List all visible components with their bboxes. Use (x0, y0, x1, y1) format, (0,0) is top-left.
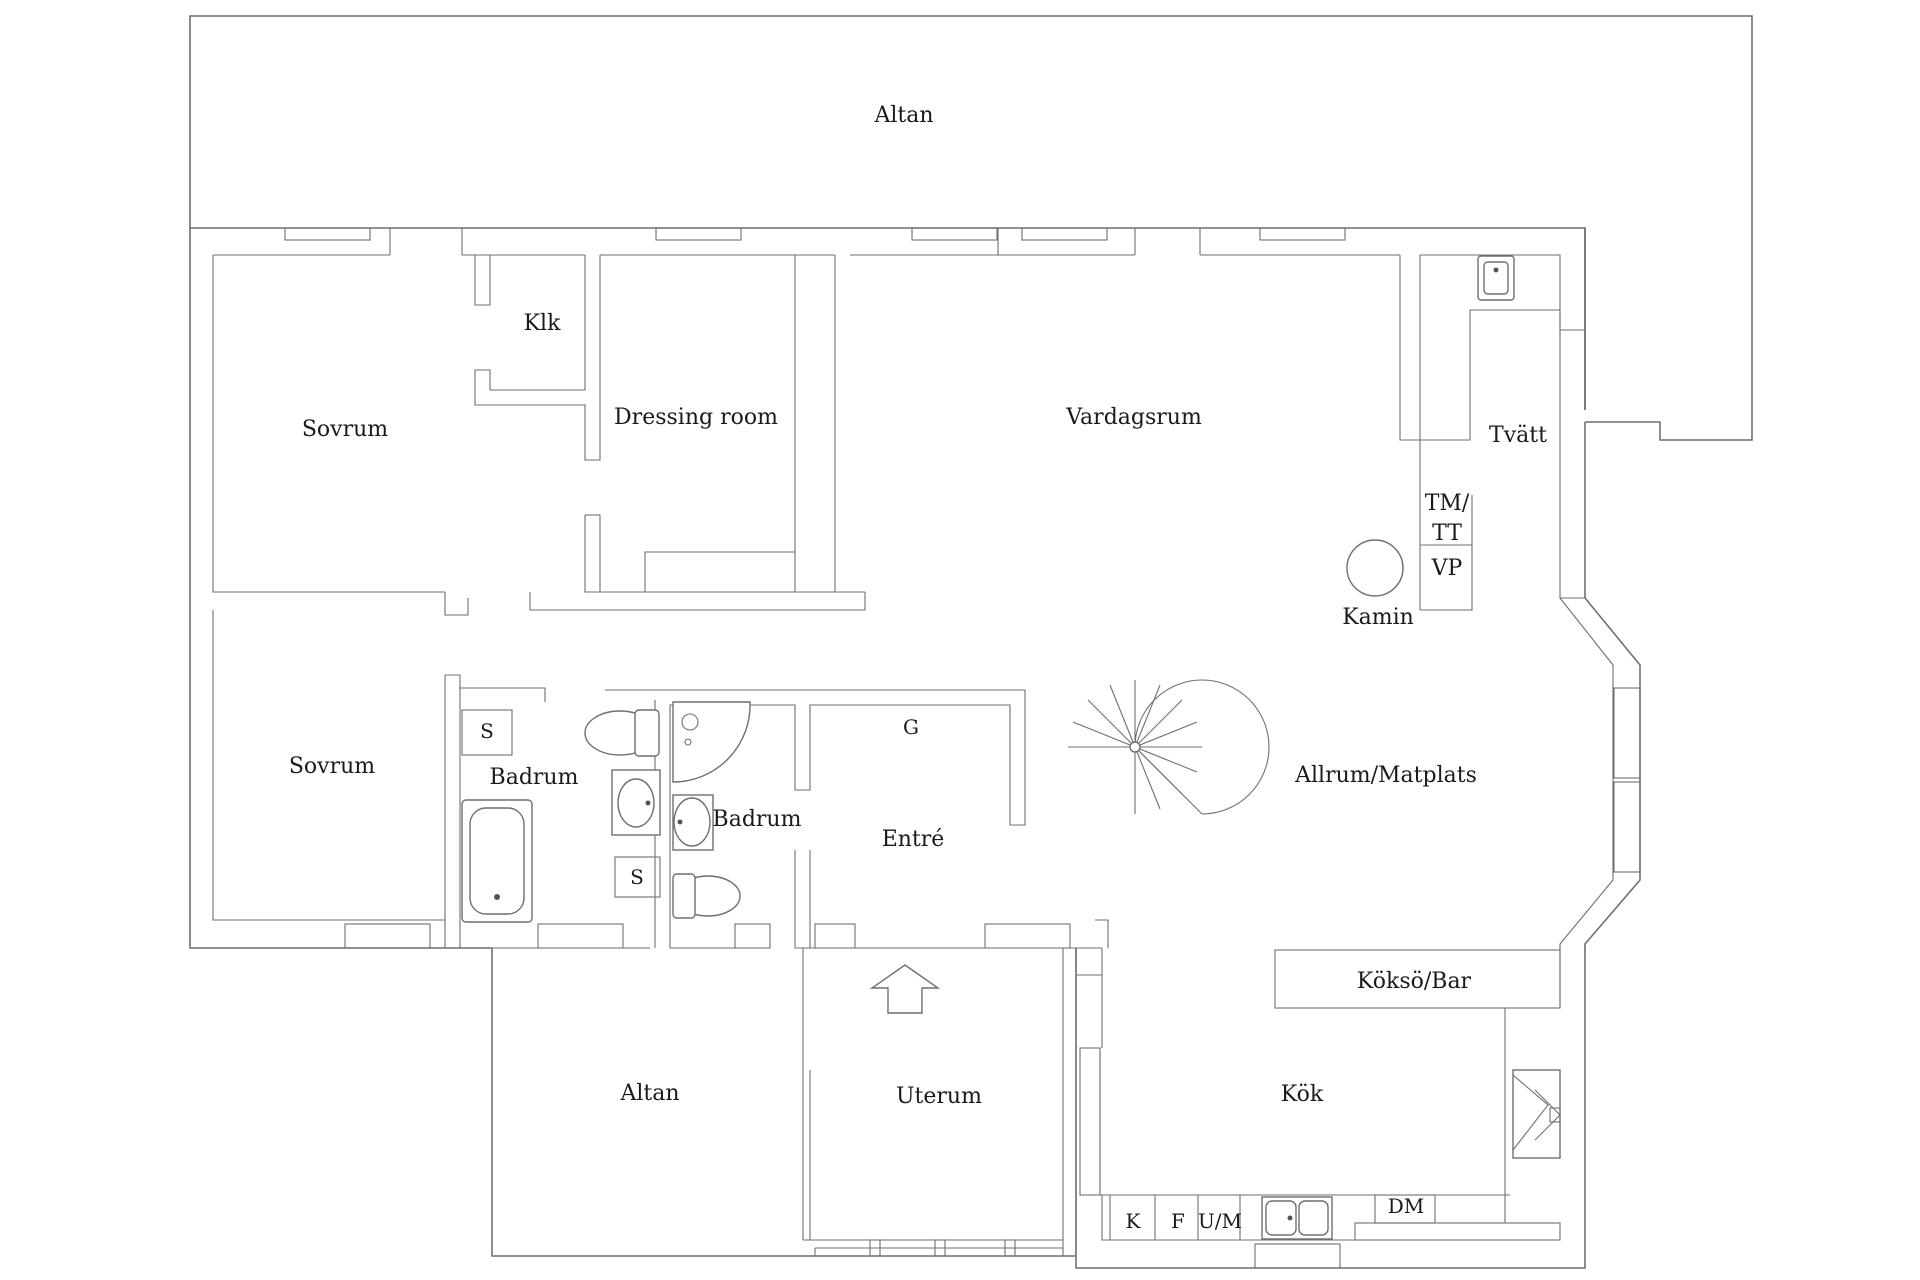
label-vardagsrum: Vardagsrum (1065, 405, 1202, 430)
label-kok: Kök (1281, 1082, 1324, 1107)
label-entre: Entré (882, 827, 945, 852)
toilet-icon (672, 873, 741, 919)
interior-walls (444, 254, 1614, 1257)
label-tt: TT (1432, 521, 1462, 546)
label-tvatt: Tvätt (1489, 423, 1547, 448)
label-badrum-2: Badrum (713, 807, 802, 832)
fireplace-icon (1346, 539, 1404, 597)
kitchen-appliances (1109, 1194, 1561, 1241)
room-labels: Altan Sovrum Klk Dressing room Vardagsru… (289, 103, 1547, 1233)
kitchen-sink-icon (1261, 1196, 1333, 1240)
label-k: K (1126, 1209, 1142, 1233)
windows-top (213, 227, 1400, 256)
label-s-2: S (630, 865, 644, 889)
label-f: F (1171, 1209, 1185, 1233)
label-g: G (903, 715, 919, 739)
shower-icon (672, 701, 751, 783)
label-s-1: S (480, 719, 494, 743)
label-vp: VP (1431, 556, 1463, 581)
exterior-walls (189, 15, 1753, 1269)
label-sovrum-2: Sovrum (289, 754, 375, 779)
label-um: U/M (1198, 1209, 1242, 1233)
label-allrum-matplats: Allrum/Matplats (1294, 763, 1477, 788)
toilet-icon (584, 709, 660, 757)
label-kamin: Kamin (1342, 605, 1414, 630)
utility-sink-icon (1477, 255, 1515, 301)
label-dm: DM (1388, 1194, 1425, 1218)
label-altan-top: Altan (873, 103, 933, 128)
entrance-arrow-icon (869, 964, 941, 1014)
label-sovrum-1: Sovrum (302, 417, 388, 442)
label-uterum: Uterum (896, 1084, 982, 1109)
fixtures (461, 255, 1561, 1241)
label-klk: Klk (524, 311, 561, 336)
sink-icon (672, 794, 714, 851)
label-altan-bottom: Altan (619, 1081, 679, 1106)
windows-lower (344, 687, 1641, 1269)
label-kokso-bar: Köksö/Bar (1357, 969, 1472, 994)
label-badrum-1: Badrum (490, 765, 579, 790)
spiral-stairs-icon (1068, 679, 1270, 815)
label-dressing-room: Dressing room (614, 405, 778, 430)
label-tm: TM/ (1425, 491, 1470, 516)
sink-icon (611, 769, 661, 836)
range-hood-icon (1512, 1069, 1561, 1159)
